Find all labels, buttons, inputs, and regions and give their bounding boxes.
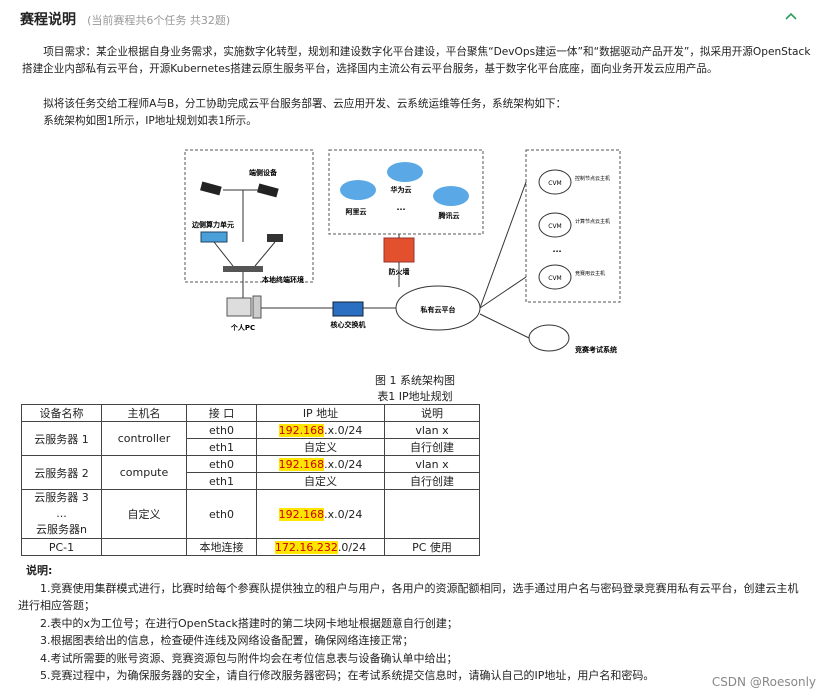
note: 自行创建 [384,438,480,456]
note-3: 3.根据图表给出的信息，检查硬件连线及网络设备配置，确保网络连接正常； [40,634,414,647]
notes-section: 说明: 1.竞赛使用集群模式进行，比赛时给每个参赛队提供独立的租户与用户，各用户… [18,562,808,685]
table-header: IP 地址 [256,404,385,422]
cvm-label-2: CVM [548,223,561,230]
ip-suffix: .x.0/24 [324,507,363,521]
note-4: 4.考试所需要的账号资源、竞赛资源包与附件均会在考位信息表与设备确认单中给出； [40,651,458,665]
watermark: CSDN @Roesonly [711,675,816,689]
intro-paragraph-3: 系统架构如图1所示，IP地址规划如表1所示。 [43,115,257,127]
ip-suffix: .x.0/24 [324,457,363,471]
section-header: 赛程说明 (当前赛程共6个任务 共32题) [20,9,810,33]
table-row: 云服务器 3 ... 云服务器n 自定义 eth0 192.168.x.0/24 [21,489,480,539]
edge-compute-device [200,231,228,243]
device-name: PC-1 [21,538,102,556]
table-caption: 表1 IP地址规划 [377,390,453,403]
note [384,489,480,539]
huawei-label: 华为云 [391,185,412,194]
ip-highlight: 192.168 [278,507,325,521]
cvm-label-3: CVM [548,275,561,282]
interface: eth0 [186,455,257,473]
table-header: 说明 [384,404,480,422]
intro-paragraph-1: 项目需求：某企业根据自身业务需求，实施数字化转型，规划和建设数字化平台建设，平台… [22,46,811,75]
table-header-row: 设备名称 主机名 接 口 IP 地址 说明 [21,404,480,422]
pc-label: 个人PC [230,323,255,332]
local-env-label: 本地终端环境 [261,275,304,284]
ip-highlight: 192.168 [278,423,325,437]
note-2: 2.表中的x为工位号；在进行OpenStack搭建时的第二块网卡地址根据题意自行… [40,616,458,630]
note: vlan x [384,421,480,439]
hostname: controller [101,421,187,456]
figure-caption: 图 1 系统架构图 [375,374,455,387]
device-name-server3: 云服务器 3 [34,491,89,504]
local-switch [223,266,263,272]
ip-highlight: 192.168 [278,457,325,471]
pc-tower [252,295,262,319]
table-row: 云服务器 2 compute eth0 192.168.x.0/24 vlan … [21,455,480,490]
device-name: 云服务器 3 ... 云服务器n [21,489,102,539]
hostname: compute [101,455,187,490]
tencent-label: 腾讯云 [438,211,460,220]
ip-highlight: 172.16.232 [274,540,338,554]
compute-node-label: 计算节点云主机 [575,218,610,225]
contest-system-label: 竞赛考试系统 [574,345,617,354]
interface: eth0 [186,489,257,539]
private-cloud-label: 私有云平台 [420,305,456,314]
intro-paragraph-2: 拟将该任务交给工程师A与B，分工协助完成云平台服务部署、云应用开发、云系统运维等… [43,98,567,110]
clouds-ellipsis: ... [396,203,405,212]
interface: eth1 [186,472,257,490]
edge-compute-label: 边侧算力单元 [191,220,234,229]
table-row: 云服务器 1 controller eth0 192.168.x.0/24 vl… [21,421,480,456]
core-switch-label: 核心交换机 [331,320,366,329]
cvm-cloud-icons [538,169,572,290]
ip-address: 192.168.x.0/24 [256,489,385,539]
router-device [267,234,283,242]
table-header: 主机名 [101,404,187,422]
table-row: PC-1 本地连接 172.16.232.0/24 PC 使用 [21,538,480,556]
public-cloud-box [328,149,484,235]
device-name: 云服务器 1 [21,421,102,456]
interface: eth1 [186,438,257,456]
ip-address: 自定义 [256,472,385,490]
interface: eth0 [186,421,257,439]
contest-vm-label: 竞赛用云主机 [575,270,605,277]
ip-address: 192.168.x.0/24 [256,421,385,439]
notes-title: 说明: [26,564,53,577]
edge-devices-label: 端侧设备 [249,168,278,177]
chevron-up-icon[interactable] [784,9,798,23]
ip-address: 192.168.x.0/24 [256,455,385,473]
ctrl-node-label: 控制节点云主机 [575,175,610,182]
cvm-ellipsis: ... [552,245,561,254]
table-header: 设备名称 [21,404,102,422]
firewall-icon [383,237,415,263]
note-1: 1.竞赛使用集群模式进行，比赛时给每个参赛队提供独立的租户与用户，各用户的资源配… [18,581,799,613]
note: PC 使用 [384,538,480,556]
system-architecture-diagram: 端侧设备 边侧算力单元 本地终端环境 个人PC 核心交换机 私有云平台 防火墙 … [184,149,621,354]
core-switch-icon [332,301,364,317]
pc-monitor [226,297,252,317]
contest-system-icon [528,324,570,352]
hostname [101,538,187,556]
hostname: 自定义 [101,489,187,539]
device-name-servern: 云服务器n [36,523,87,536]
cvm-label-1: CVM [548,180,561,187]
table-header: 接 口 [186,404,257,422]
table-row: eth1 自定义 自行创建 [22,472,480,490]
section-subtitle: (当前赛程共6个任务 共32题) [87,14,231,27]
note: 自行创建 [384,472,480,490]
cloud-icon [340,162,469,206]
device-name: 云服务器 2 [21,455,102,490]
device-name-ellipsis: ... [56,507,67,520]
ip-plan-table: 设备名称 主机名 接 口 IP 地址 说明 云服务器 1 controller … [21,404,480,556]
aliyun-label: 阿里云 [346,207,367,216]
ip-suffix: .x.0/24 [324,423,363,437]
ip-suffix: .0/24 [337,540,367,554]
interface: 本地连接 [186,538,257,556]
section-title: 赛程说明 [20,12,76,28]
ip-address: 172.16.232.0/24 [256,538,385,556]
cvm-group-box [525,149,621,303]
camera-icon [200,181,279,198]
note-5: 5.竞赛过程中，为确保服务器的安全，请自行修改服务器密码；在考试系统提交信息时，… [40,669,655,682]
note: vlan x [384,455,480,473]
ip-address: 自定义 [256,438,385,456]
